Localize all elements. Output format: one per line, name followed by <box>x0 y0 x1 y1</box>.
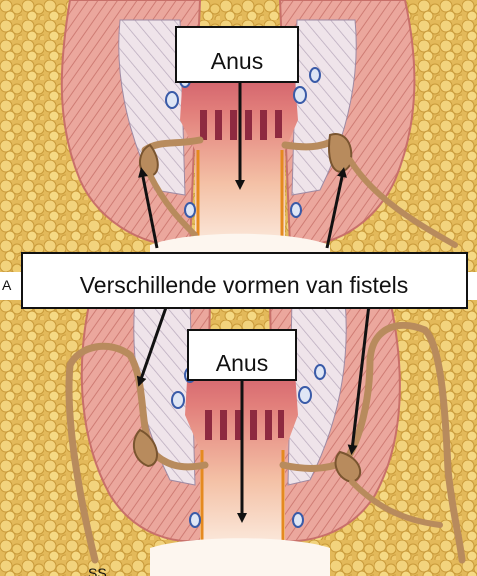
bottom-box-label: Anus <box>216 350 268 376</box>
middle-box-label: Verschillende vormen van fistels <box>80 272 409 298</box>
bottom-edge-fragment: SS <box>88 565 107 576</box>
skin-bottom <box>150 538 330 576</box>
label-box-top: Anus <box>176 27 298 82</box>
label-box-bottom: Anus <box>188 330 296 380</box>
top-box-label: Anus <box>211 48 263 74</box>
label-box-middle: Verschillende vormen van fistels <box>22 253 467 308</box>
left-edge-fragment: A <box>2 277 12 293</box>
